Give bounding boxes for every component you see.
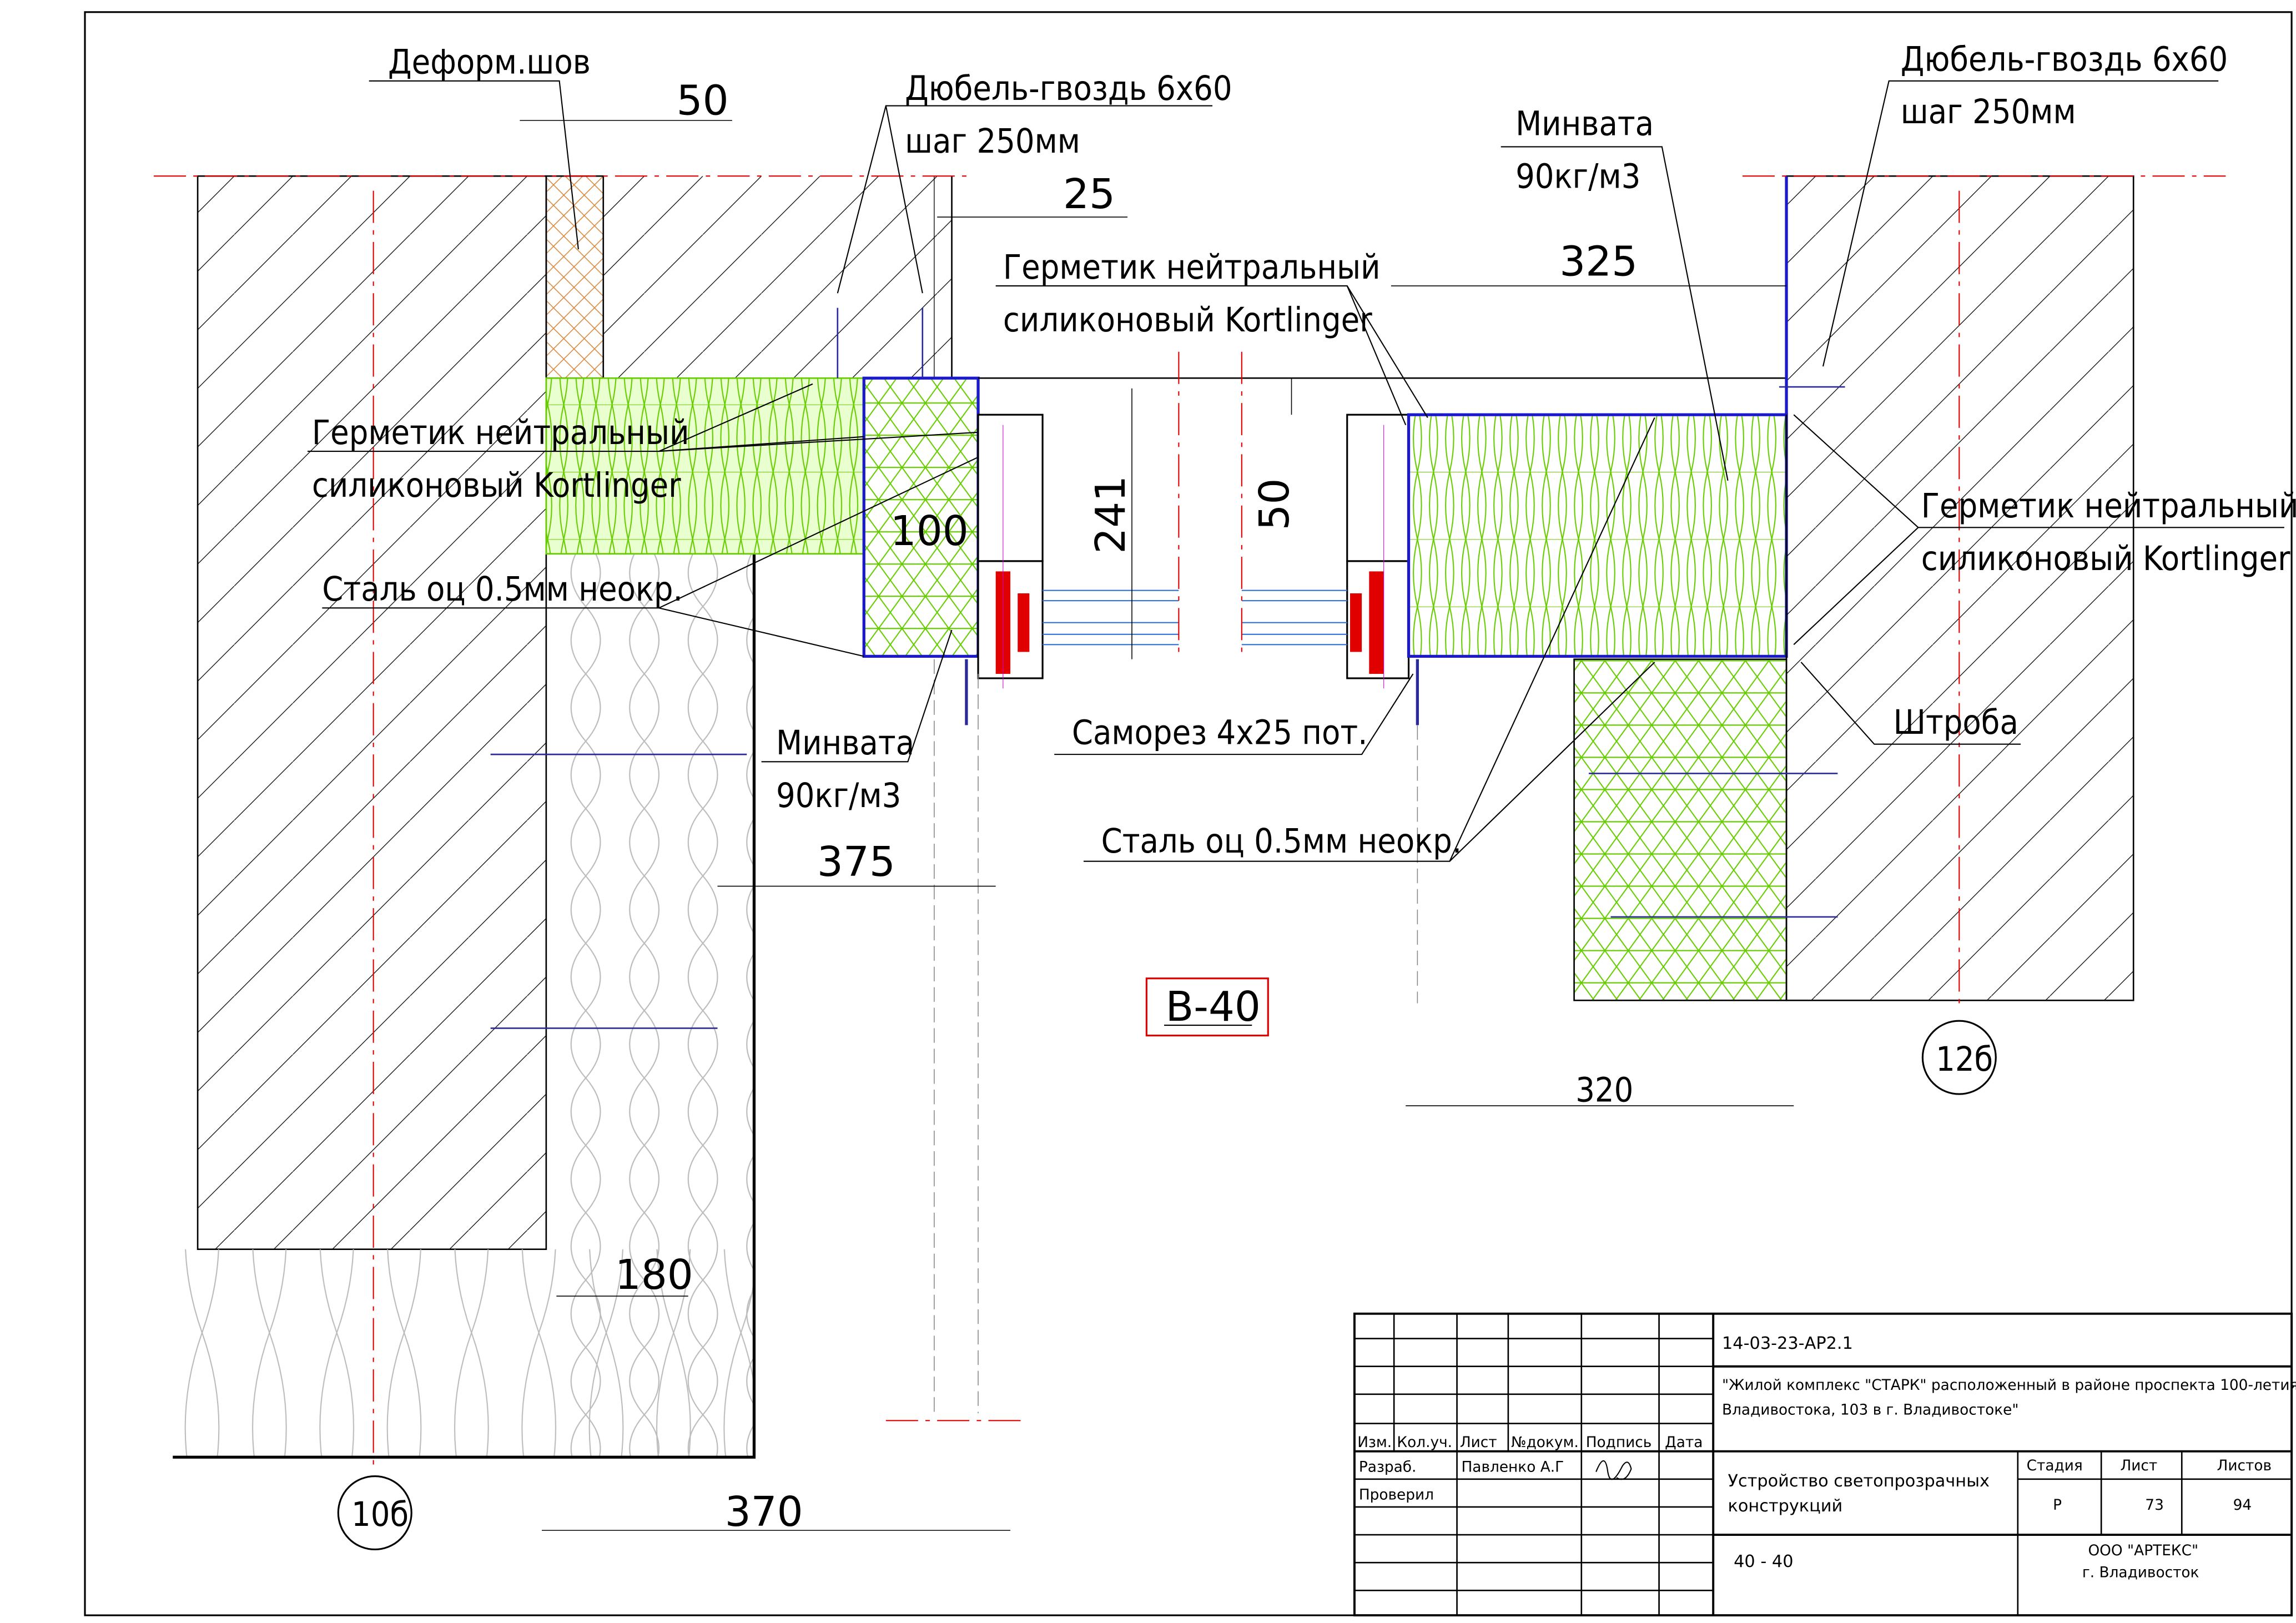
label-dowel-left-step: шаг 250мм — [905, 122, 1080, 161]
dim-100: 100 — [890, 507, 969, 555]
label-dowel-right-step: шаг 250мм — [1901, 93, 2076, 132]
axis-label-left: 10б — [351, 1495, 409, 1534]
label-sealant-left-2: силиконовый Kortlinger — [312, 466, 681, 505]
dim-180: 180 — [615, 1251, 693, 1299]
frame-insulation-right — [1407, 413, 1788, 658]
label-groove: Штроба — [1894, 703, 2018, 742]
dim-25: 25 — [1063, 170, 1115, 218]
project-line-1: "Жилой комплекс "СТАРК" расположенный в … — [1722, 1377, 2296, 1394]
header-izm: Изм. — [1357, 1434, 1392, 1451]
header-sign: Подпись — [1586, 1434, 1652, 1451]
dim-320: 320 — [1575, 1071, 1633, 1110]
role-checked: Проверил — [1359, 1487, 1434, 1504]
label-minwool-top: Минвата — [1515, 104, 1654, 143]
section-mark: В-40 — [1166, 983, 1261, 1031]
role-developer: Разраб. — [1359, 1459, 1417, 1476]
label-sealant-left: Герметик нейтральный — [312, 414, 689, 452]
insulation-block — [545, 377, 865, 555]
header-date: Дата — [1665, 1434, 1703, 1451]
label-sealant-top: Герметик нейтральный — [1003, 248, 1381, 287]
axis-label-right: 12б — [1936, 1040, 1993, 1079]
label-minwool-top-2: 90кг/м3 — [1515, 157, 1640, 196]
axis-marker-10b — [337, 1475, 412, 1551]
label-deform-joint: Деформ.шов — [388, 43, 591, 82]
label-steel-left: Сталь оц 0.5мм неокр. — [322, 570, 683, 609]
sheet-title-2: конструкций — [1728, 1496, 1843, 1516]
section-mark-box — [1145, 977, 1269, 1037]
stage-value: Р — [2053, 1497, 2062, 1514]
doc-code: 14-03-23-АР2.1 — [1722, 1334, 1853, 1353]
header-kol: Кол.уч. — [1397, 1434, 1452, 1451]
signature — [1595, 1460, 1632, 1480]
title-block: 14-03-23-АР2.1 "Жилой комплекс "СТАРК" р… — [1353, 1312, 2296, 1617]
right-wall — [1573, 175, 2134, 1001]
dim-241: 241 — [1087, 476, 1135, 554]
stage-label: Стадия — [2027, 1458, 2083, 1474]
label-dowel-right: Дюбель-гвоздь 6х60 — [1901, 40, 2228, 79]
window-profile-left — [977, 414, 1044, 689]
header-doc: №докум. — [1511, 1434, 1579, 1451]
dim-50-vert: 50 — [1251, 478, 1298, 531]
company-city: г. Владивосток — [2082, 1565, 2199, 1581]
label-sealant-right-2: силиконовый Kortlinger — [1921, 540, 2290, 578]
label-screw: Саморез 4х25 пот. — [1072, 714, 1368, 753]
sheet-value: 73 — [2145, 1497, 2164, 1514]
developer-name: Павленко А.Г — [1461, 1459, 1564, 1476]
sheets-label: Листов — [2217, 1458, 2272, 1474]
dim-50-top: 50 — [677, 77, 729, 124]
deformation-joint — [545, 175, 605, 379]
header-list: Лист — [1460, 1434, 1497, 1451]
project-line-2: Владивостока, 103 в г. Владивостоке" — [1722, 1402, 2018, 1419]
section-code: 40 - 40 — [1734, 1552, 1793, 1571]
dim-325: 325 — [1559, 238, 1638, 286]
sheet-label: Лист — [2120, 1458, 2157, 1474]
dim-370: 370 — [725, 1488, 803, 1536]
dimension-lines — [520, 120, 1794, 1531]
glazing — [1043, 589, 1347, 646]
axis-marker-12b — [1921, 1020, 1997, 1095]
left-wall — [173, 175, 953, 1459]
label-dowel-left: Дюбель-гвоздь 6х60 — [905, 69, 1232, 108]
frame-insulation-left — [862, 376, 980, 658]
sheets-value: 94 — [2233, 1497, 2252, 1514]
sheet-title-1: Устройство светопрозрачных — [1728, 1471, 1990, 1491]
label-sealant-right: Герметик нейтральный — [1921, 487, 2296, 526]
leader-lines — [307, 80, 2284, 862]
label-steel-right: Сталь оц 0.5мм неокр. — [1101, 822, 1462, 861]
dim-375: 375 — [817, 838, 895, 886]
anchor-dowels — [490, 308, 1845, 1029]
sheet-frame — [84, 11, 2293, 1616]
label-sealant-top-2: силиконовый Kortlinger — [1003, 301, 1372, 340]
window-profile-right — [1346, 414, 1410, 689]
label-minwool-left: Минвата — [776, 724, 914, 763]
company-name: ООО "АРТЕКС" — [2088, 1543, 2198, 1559]
label-minwool-left-2: 90кг/м3 — [776, 777, 901, 815]
